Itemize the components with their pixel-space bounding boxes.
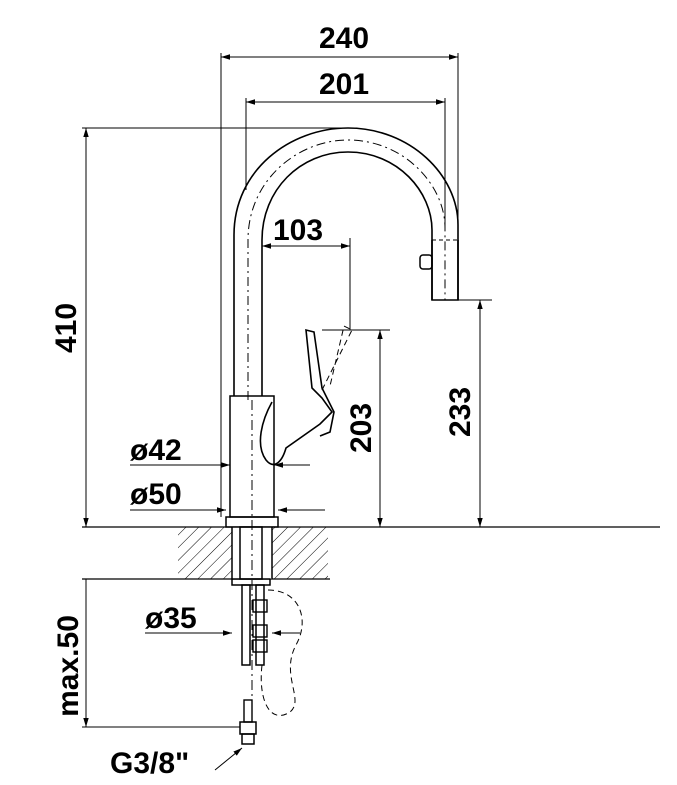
label-201: 201 — [319, 68, 369, 101]
label-dia42: ø42 — [130, 434, 182, 467]
faucet-outline — [225, 127, 459, 700]
countertop-section — [82, 526, 660, 580]
spout-outer — [233, 127, 459, 396]
label-g38: G3/8" — [110, 747, 189, 780]
label-103: 103 — [273, 214, 323, 247]
label-233: 233 — [444, 387, 477, 437]
lever-alt-position — [321, 325, 353, 391]
lever-handle — [259, 328, 335, 466]
label-dia35: ø35 — [145, 602, 197, 635]
valve-fitting — [252, 639, 268, 653]
supply-assembly — [231, 526, 303, 745]
label-max50: max.50 — [52, 615, 85, 717]
label-203: 203 — [345, 403, 378, 453]
connector-tail — [243, 699, 253, 723]
faucet-body — [229, 395, 275, 518]
label-240: 240 — [319, 22, 369, 55]
label-dia50: ø50 — [130, 478, 182, 511]
dim-line-g38 — [214, 747, 243, 771]
dimension-labels: 240 201 103 410 203 233 ø42 ø50 ø35 max.… — [50, 22, 477, 780]
connector-thread — [241, 733, 255, 745]
spout-centerline — [247, 139, 446, 400]
spout-inner — [261, 151, 433, 396]
spray-head — [431, 240, 459, 301]
extension-lines — [82, 53, 492, 728]
supply-hose-cold — [241, 584, 251, 666]
spray-button-icon — [419, 254, 433, 270]
pullout-hose-loop — [260, 589, 303, 716]
mounting-nut — [231, 578, 271, 586]
connector-nut — [239, 721, 257, 735]
label-410: 410 — [50, 303, 83, 353]
valve-fitting — [252, 599, 268, 613]
valve-fitting — [252, 624, 268, 638]
dimension-lines — [83, 54, 483, 771]
